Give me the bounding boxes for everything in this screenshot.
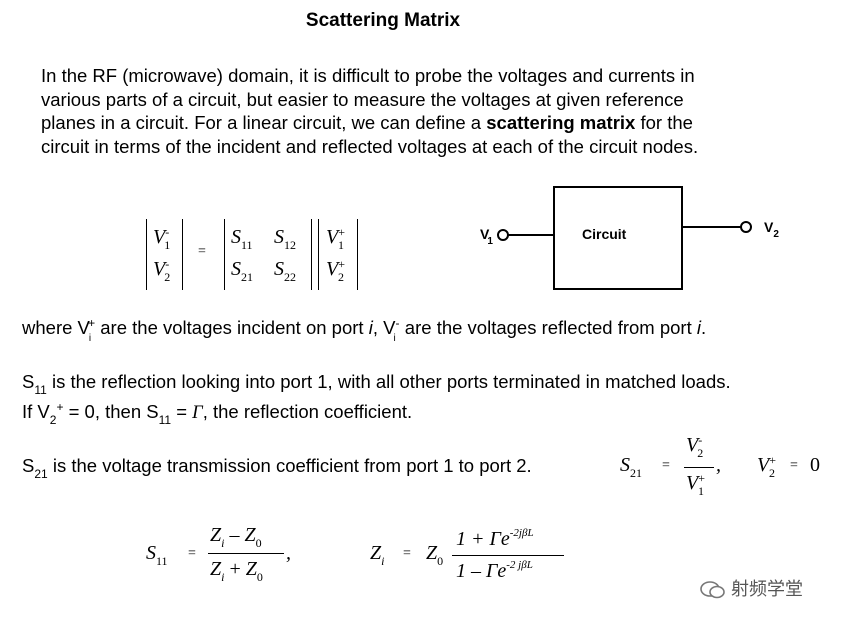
v2-minus: V-2 bbox=[153, 257, 171, 284]
matrix-bar bbox=[318, 219, 319, 290]
intro-paragraph: In the RF (microwave) domain, it is diff… bbox=[41, 64, 831, 158]
v1-plus: V+1 bbox=[326, 225, 345, 252]
zi-equals: = bbox=[403, 546, 411, 561]
zi-numerator: 1 + Γe-2jβL bbox=[456, 527, 534, 550]
circuit-box-label: Circuit bbox=[582, 226, 627, 242]
port1-label: V1 bbox=[480, 226, 493, 247]
matrix-bar bbox=[311, 219, 312, 290]
s21-fraction-bar bbox=[684, 467, 714, 468]
s11-eq-fraction-bar bbox=[208, 553, 284, 554]
zi-symbol: Zi bbox=[370, 542, 385, 568]
intro-line-4: circuit in terms of the incident and ref… bbox=[41, 135, 699, 157]
s21-equals: = bbox=[662, 458, 670, 473]
intro-line-3a: planes in a circuit. For a linear circui… bbox=[41, 112, 487, 133]
v2-plus-condition: V+2 bbox=[757, 453, 776, 480]
s12-entry: S12 bbox=[274, 226, 296, 252]
s11-eq-symbol: S11 bbox=[146, 542, 168, 568]
wechat-icon bbox=[700, 580, 726, 600]
condition-zero: 0 bbox=[810, 454, 820, 476]
s11-eq-equals: = bbox=[188, 546, 196, 561]
condition-equals: = bbox=[790, 458, 798, 473]
z0-factor: Z0 bbox=[426, 542, 444, 568]
s11-eq-denominator: Zi + Z0 bbox=[210, 558, 263, 584]
circuit-box bbox=[553, 186, 683, 290]
page-title: Scattering Matrix bbox=[305, 10, 461, 31]
s11-entry: S11 bbox=[231, 226, 253, 252]
s22-entry: S22 bbox=[274, 258, 296, 284]
s11-eq-numerator: Zi – Z0 bbox=[210, 524, 262, 550]
circuit-diagram bbox=[497, 186, 752, 290]
matrix-equals: = bbox=[198, 244, 206, 259]
intro-line-1: In the RF (microwave) domain, it is diff… bbox=[41, 65, 695, 86]
s11-description: S11 is the reflection looking into port … bbox=[22, 371, 731, 397]
if-line: If V2+ = 0, then S11 = Γ, the reflection… bbox=[22, 400, 413, 427]
s21-symbol: S21 bbox=[620, 454, 642, 480]
s11-eq-comma: , bbox=[286, 542, 291, 564]
intro-keyword: scattering matrix bbox=[486, 112, 636, 133]
matrix-bar bbox=[357, 219, 358, 290]
intro-line-2: various parts of a circuit, but easier t… bbox=[41, 88, 684, 110]
matrix-bar bbox=[146, 219, 147, 290]
watermark: 射频学堂 bbox=[700, 575, 803, 601]
zi-fraction-bar bbox=[452, 555, 564, 556]
where-line: where Vi+ are the voltages incident on p… bbox=[22, 316, 707, 344]
s21-comma: , bbox=[716, 454, 721, 476]
v1-minus: V-1 bbox=[153, 225, 171, 252]
matrix-bar bbox=[182, 219, 183, 290]
s21-entry: S21 bbox=[231, 258, 253, 284]
intro-line-3: planes in a circuit. For a linear circui… bbox=[41, 111, 831, 135]
port1-terminal-icon bbox=[497, 229, 509, 241]
zi-denominator: 1 – Γe-2 jβL bbox=[456, 559, 533, 582]
s21-numerator: V-2 bbox=[686, 433, 704, 460]
v2-plus: V+2 bbox=[326, 257, 345, 284]
port2-terminal-icon bbox=[740, 221, 752, 233]
s21-denominator: V+1 bbox=[686, 471, 705, 498]
port2-label: V2 bbox=[764, 219, 779, 240]
intro-line-3c: for the bbox=[635, 112, 693, 133]
s21-description: S21 is the voltage transmission coeffici… bbox=[22, 455, 532, 481]
matrix-bar bbox=[224, 219, 225, 290]
